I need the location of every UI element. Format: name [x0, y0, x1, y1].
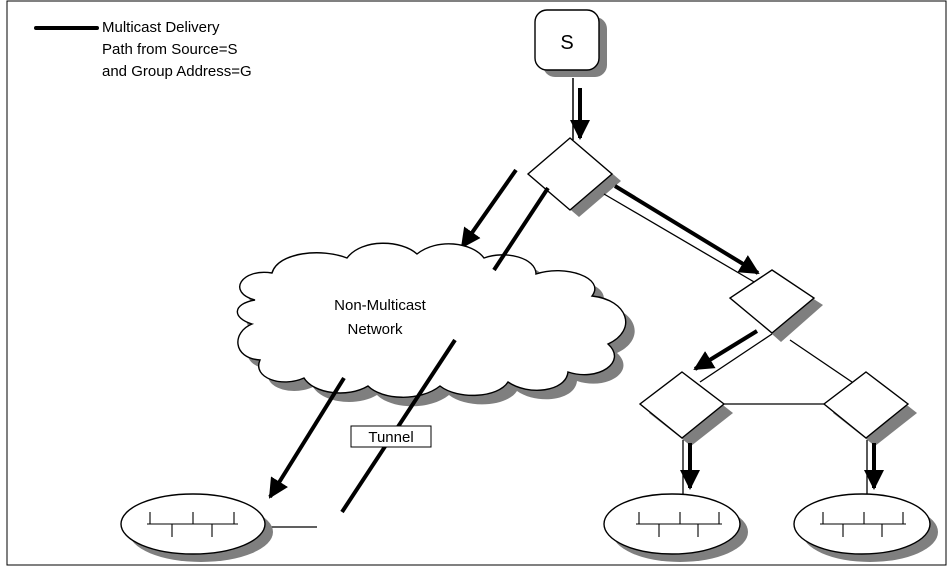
legend: Multicast Delivery Path from Source=S an…	[34, 19, 252, 80]
legend-text-line3: and Group Address=G	[102, 63, 252, 80]
diagram-frame	[6, 0, 947, 566]
cloud-label-line1: Non-Multicast	[334, 297, 427, 314]
link-lowleft-to-subnet	[680, 440, 700, 494]
arrow-cloud-to-left-subnet	[268, 376, 346, 499]
subnet-middle	[603, 493, 748, 562]
subnet-left	[120, 493, 273, 562]
tunnel-label-box	[350, 425, 432, 448]
tunnel-line-top	[492, 186, 550, 272]
source-node-box	[534, 9, 600, 71]
router-mid	[728, 269, 823, 342]
tunnel-label-text: Tunnel	[368, 429, 413, 446]
link-source-router	[570, 78, 590, 140]
arrow-router-to-cloud	[460, 168, 518, 249]
link-router-mid-to-lowright	[789, 339, 853, 383]
router-top	[526, 137, 621, 217]
cloud-label-line2: Network	[347, 321, 403, 338]
link-router-mid-to-lowleft	[693, 329, 773, 383]
link-lowright-to-subnet	[864, 440, 884, 494]
source-node: S	[534, 9, 607, 77]
router-lowright	[822, 371, 917, 446]
source-node-label: S	[560, 32, 573, 54]
cloud-body	[236, 242, 627, 398]
legend-text-line2: Path from Source=S	[102, 41, 237, 58]
link-router-top-to-mid	[603, 184, 762, 287]
non-multicast-cloud: Non-Multicast Network	[236, 242, 635, 407]
tunnel-label: Tunnel	[350, 425, 432, 448]
legend-text-line1: Multicast Delivery	[102, 19, 220, 36]
router-lowleft	[638, 371, 733, 446]
subnet-right	[793, 493, 938, 562]
